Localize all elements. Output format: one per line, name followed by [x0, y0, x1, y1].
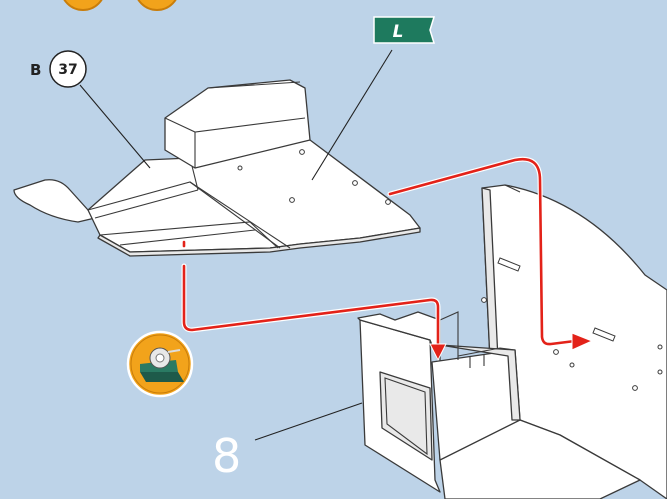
orange-circle-icon-right: [135, 0, 179, 10]
step-leader: [255, 403, 362, 440]
flag-marker: L: [374, 17, 434, 43]
callout-leader: [80, 85, 150, 168]
flag-leader: [312, 50, 392, 180]
part-number-label: 37: [58, 62, 77, 78]
flag-letter: L: [393, 22, 404, 42]
step-number: 8: [212, 429, 241, 483]
deck-part: [14, 80, 420, 256]
orange-circle-icon-left: [61, 0, 105, 10]
part-callout: B 37: [30, 51, 86, 87]
part-prefix-label: B: [30, 61, 41, 79]
tape-dispenser-icon: [128, 332, 192, 396]
